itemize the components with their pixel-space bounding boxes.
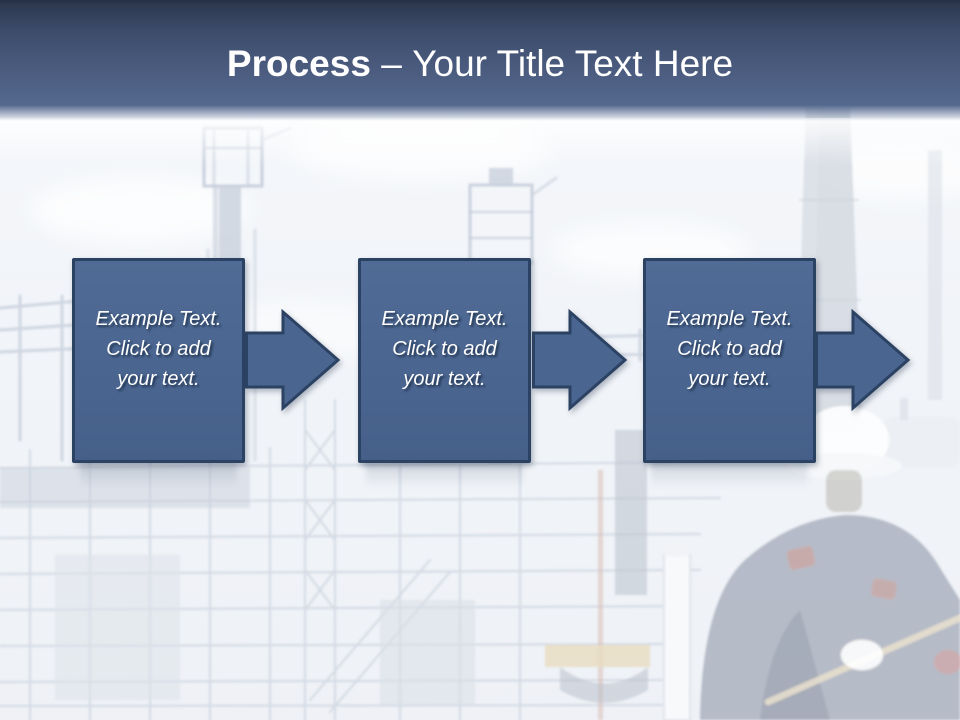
step-placeholder-text: Example Text. Click to add your text. <box>381 307 508 390</box>
slide-title[interactable]: Process – Your Title Text Here <box>0 0 960 105</box>
step-placeholder-text: Example Text. Click to add your text. <box>95 307 222 390</box>
process-arrow-3 <box>815 308 911 412</box>
process-step-box-2[interactable]: Example Text. Click to add your text. <box>358 258 531 463</box>
worker-silhouette <box>700 406 960 720</box>
process-arrow-2 <box>532 308 628 412</box>
process-arrow-1 <box>245 308 341 412</box>
storage-tanks <box>884 398 960 468</box>
title-bar <box>0 0 960 121</box>
equipment-blocks <box>0 430 694 720</box>
title-text: Your Title Text Here <box>412 43 734 84</box>
process-step-box-1[interactable]: Example Text. Click to add your text. <box>72 258 245 463</box>
title-separator: – <box>381 43 402 84</box>
process-step-box-3[interactable]: Example Text. Click to add your text. <box>643 258 816 463</box>
step-placeholder-text: Example Text. Click to add your text. <box>666 307 793 390</box>
title-keyword: Process <box>226 43 371 84</box>
header-haze <box>0 118 960 166</box>
